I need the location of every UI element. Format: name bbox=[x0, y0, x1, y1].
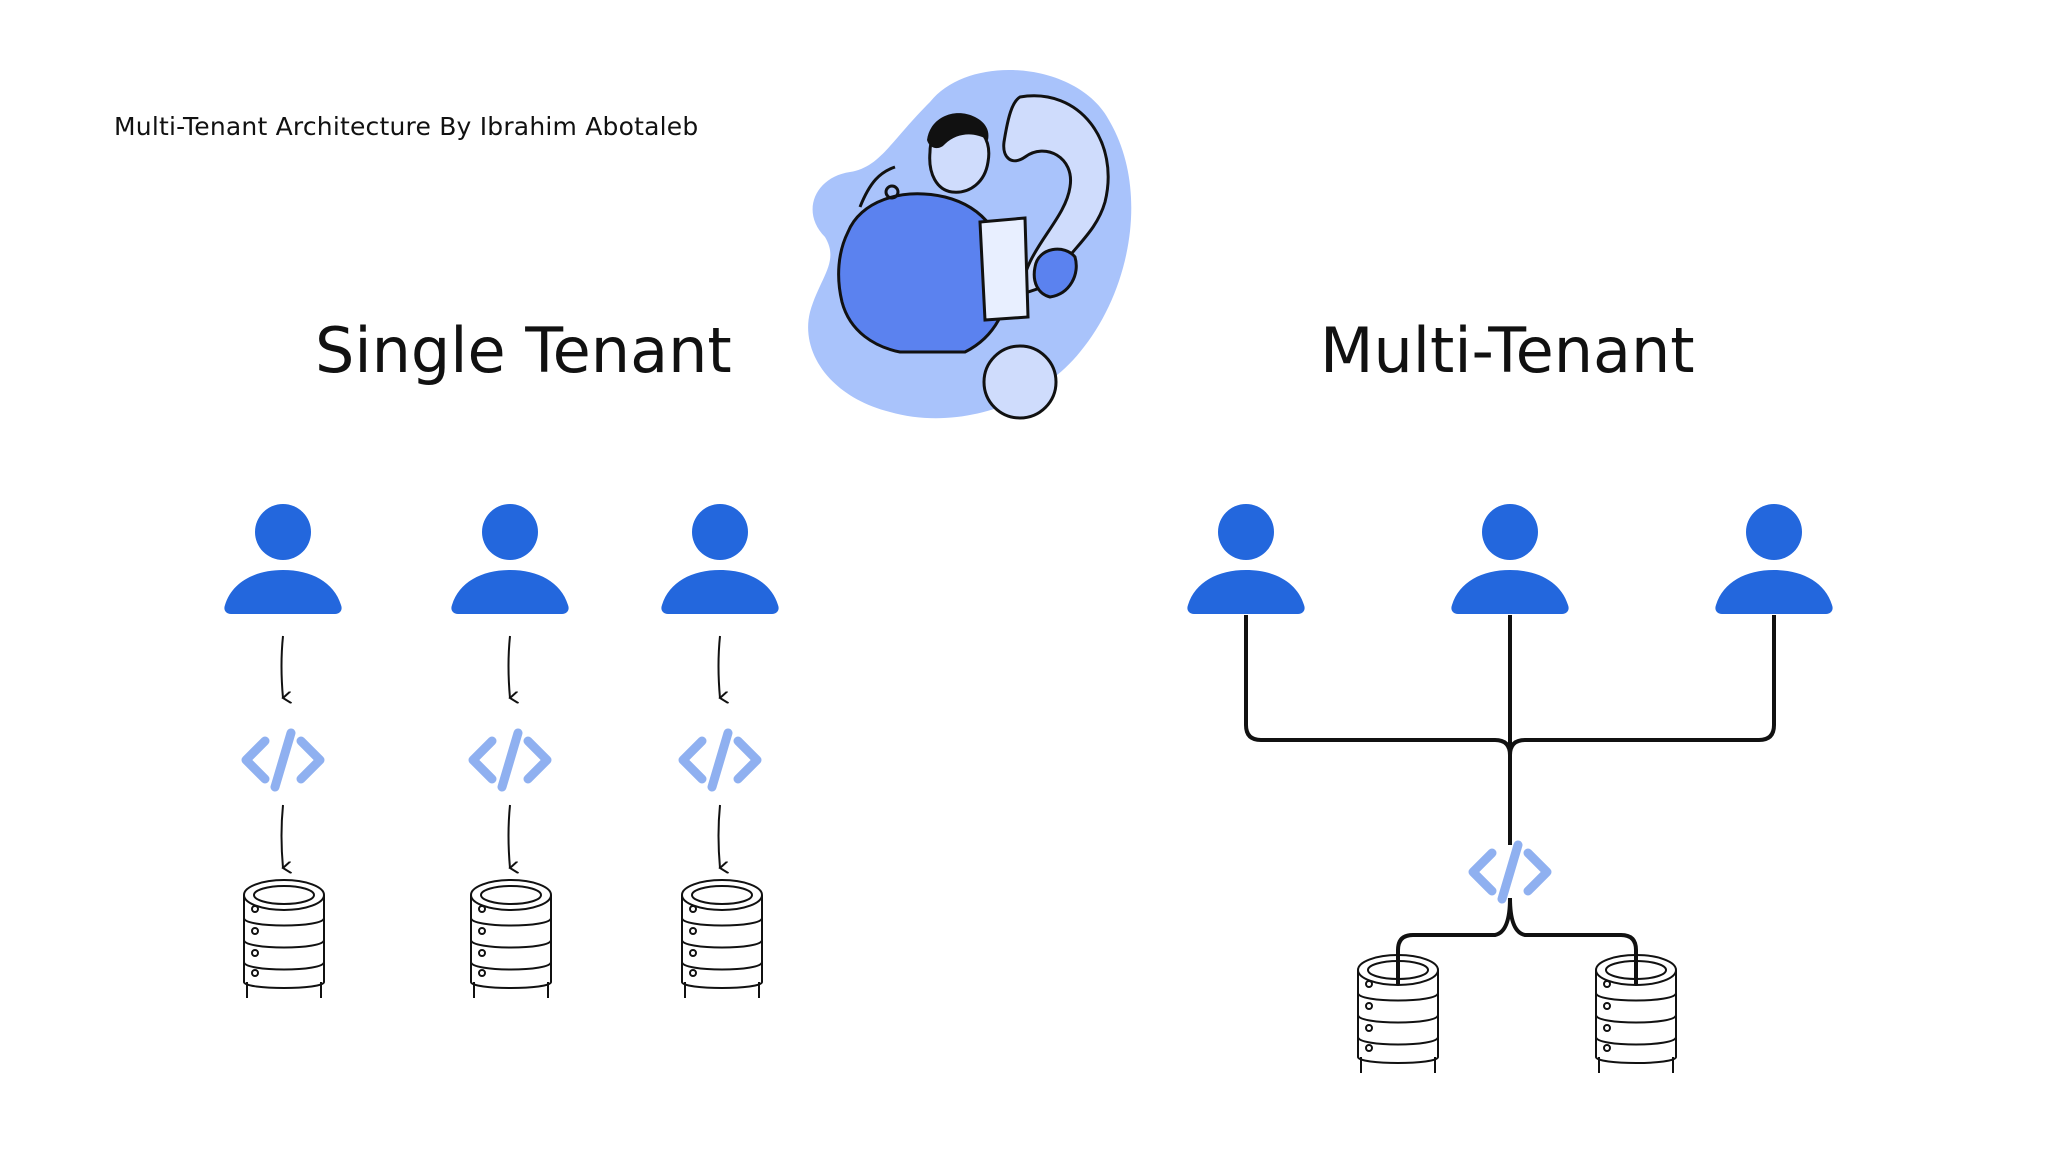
user-icon bbox=[661, 504, 779, 614]
user-icon bbox=[451, 504, 569, 614]
database-icon bbox=[243, 879, 325, 999]
arrow-app-to-db bbox=[507, 804, 511, 868]
database-icon bbox=[470, 879, 552, 999]
user-icon bbox=[224, 504, 342, 614]
database-connector-lines bbox=[1396, 897, 1638, 985]
code-icon bbox=[683, 733, 757, 787]
arrow-user-to-app bbox=[507, 635, 511, 698]
author-credit: Multi-Tenant Architecture By Ibrahim Abo… bbox=[114, 112, 699, 141]
multi-tenant-title: Multi-Tenant bbox=[1320, 314, 1695, 387]
code-icon bbox=[1473, 845, 1547, 899]
code-icon bbox=[473, 733, 547, 787]
single-tenant-title: Single Tenant bbox=[315, 314, 732, 387]
code-icon bbox=[246, 733, 320, 787]
arrow-app-to-db bbox=[280, 804, 284, 868]
database-icon bbox=[681, 879, 763, 999]
arrow-user-to-app bbox=[717, 635, 721, 698]
arrow-app-to-db bbox=[717, 804, 721, 868]
multi-tenant-diagram bbox=[1187, 504, 1833, 1074]
user-icon bbox=[1451, 504, 1569, 614]
single-tenant-diagram bbox=[224, 504, 779, 999]
user-connector-lines bbox=[1244, 615, 1776, 845]
user-icon bbox=[1715, 504, 1833, 614]
user-icon bbox=[1187, 504, 1305, 614]
person-question-mark-illustration bbox=[808, 69, 1132, 420]
arrow-user-to-app bbox=[280, 635, 284, 698]
